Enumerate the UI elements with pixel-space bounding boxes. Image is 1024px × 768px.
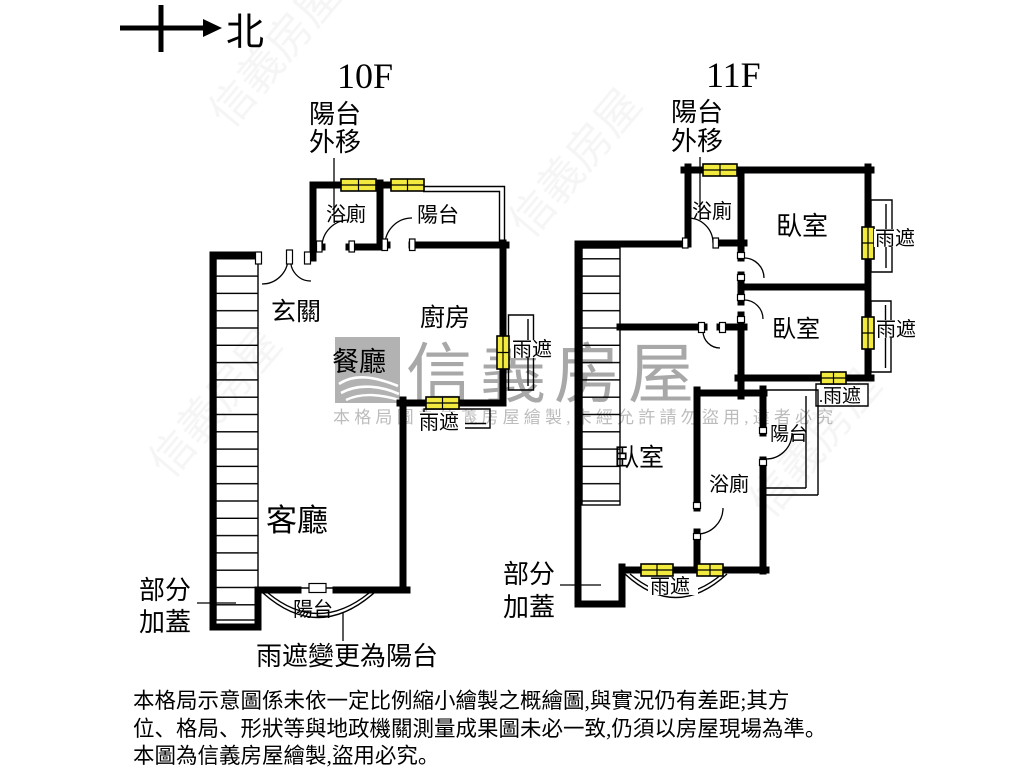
room-label-balcony-right-11f: 陽台 <box>770 423 808 445</box>
window-marker <box>640 563 674 577</box>
window-marker <box>702 163 738 177</box>
annotation-balcony-moved-10f-line1: 陽台 <box>309 100 361 129</box>
annotation-partial-cover-11f-line2: 加蓋 <box>503 593 555 622</box>
svg-text:信義房屋: 信義房屋 <box>500 80 651 246</box>
room-label-entry-10f: 玄關 <box>271 298 321 326</box>
window-marker <box>390 178 425 192</box>
doors-10f <box>254 217 416 285</box>
disclaimer-line2: 位、格局、形狀等與地政機關測量成果圖未必一致,仍須以房屋現場為準。 <box>133 717 826 741</box>
room-label-bedroom-bottom-11f: 臥室 <box>614 444 664 472</box>
label-canopy-mid-right-11f: 雨遮 <box>876 318 916 341</box>
annotation-balcony-moved-10f-line2: 外移 <box>309 128 361 157</box>
room-label-bath-bottom-11f: 浴廁 <box>709 473 749 496</box>
disclaimer-line3: 本圖為信義房屋繪製,盜用必究。 <box>133 744 439 768</box>
north-compass: 北 <box>120 5 264 54</box>
label-canopy-bottom-11f: 雨遮 <box>650 575 690 598</box>
window-marker <box>340 178 377 192</box>
window-marker <box>425 396 460 410</box>
floor-title-11f: 11F <box>706 55 761 95</box>
annotation-partial-cover-10f-line1: 部分 <box>139 576 191 605</box>
label-canopy-below-bedroom-11f: 雨遮 <box>823 385 861 407</box>
room-label-bedroom-mid-11f: 臥室 <box>772 316 820 343</box>
annotation-balcony-moved-11f-line1: 陽台 <box>671 98 723 127</box>
label-canopy-right-10f: 雨遮 <box>512 338 552 361</box>
room-label-balcony-bottom-10f: 陽台 <box>293 598 333 621</box>
disclaimer-text: 本格局示意圖係未依一定比例縮小繪製之概繪圖,與實況仍有差距;其方 位、格局、形狀… <box>133 689 826 768</box>
room-label-kitchen-10f: 廚房 <box>420 304 470 332</box>
label-canopy-bottom-10f: 雨遮 <box>419 411 459 434</box>
windows-11f <box>640 163 875 577</box>
window-marker <box>496 335 510 370</box>
annotation-partial-cover-11f-line1: 部分 <box>503 560 555 589</box>
window-marker <box>861 226 875 260</box>
windows-10f <box>340 178 510 410</box>
annotation-canopy-changed-10f: 雨遮變更為陽台 <box>256 642 438 671</box>
room-label-balcony-top-10f: 陽台 <box>417 203 459 227</box>
floor-plan-10f: 10F 陽台 外移 浴廁 陽台 玄關 廚房 餐廳 客廳 雨遮 雨遮 陽台 部分 … <box>139 56 555 671</box>
floor-plan-11f: 11F 陽台 外移 浴廁 臥室 雨遮 臥室 雨遮 雨遮 陽台 臥室 浴廁 部分 … <box>503 55 919 622</box>
north-label: 北 <box>226 12 264 54</box>
label-canopy-top-right-11f: 雨遮 <box>875 227 915 250</box>
room-label-bath-top-11f: 浴廁 <box>692 200 732 223</box>
window-marker <box>820 371 847 385</box>
staircase-11f <box>581 247 621 506</box>
disclaimer-line1: 本格局示意圖係未依一定比例縮小繪製之概繪圖,與實況仍有差距;其方 <box>133 689 789 713</box>
staircase-10f <box>215 254 259 621</box>
window-marker <box>861 316 875 350</box>
room-label-living-10f: 客廳 <box>266 503 328 538</box>
doors-11f <box>681 217 793 541</box>
floor-title-10f: 10F <box>337 56 393 96</box>
annotation-balcony-moved-11f-line2: 外移 <box>671 127 723 156</box>
north-arrow-icon <box>203 19 222 37</box>
annotation-partial-cover-10f-line2: 加蓋 <box>139 608 191 637</box>
room-label-bath-10f: 浴廁 <box>326 203 366 226</box>
room-label-dining-10f: 餐廳 <box>332 347 386 377</box>
window-marker <box>696 563 724 577</box>
room-label-bedroom-top-11f: 臥室 <box>776 212 828 241</box>
